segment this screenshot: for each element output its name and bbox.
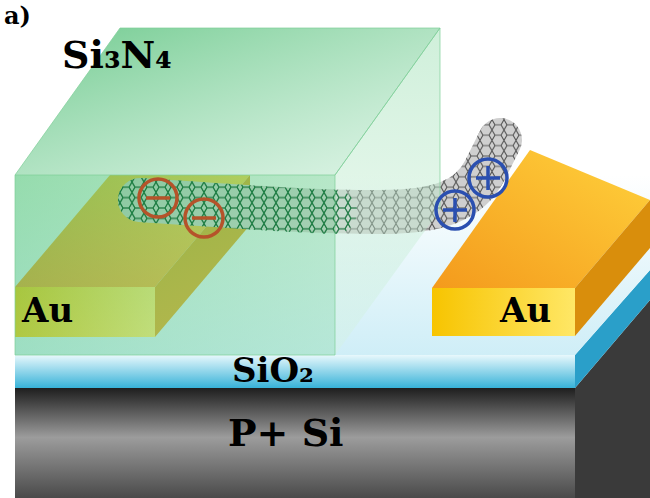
hole-symbol: [469, 159, 507, 197]
nitride-edges: [15, 28, 440, 355]
nitride-front: [15, 175, 335, 355]
nanotube-covered: [140, 200, 335, 212]
nitride-side: [335, 28, 440, 355]
electron-symbol: [139, 179, 177, 217]
substrate-front: [15, 388, 575, 498]
electrode-name: Au: [500, 293, 551, 327]
electrode-name: Au: [22, 293, 73, 327]
electron-symbol: [185, 199, 223, 237]
right-pad-front: [432, 288, 575, 336]
layer-name: P+ Si: [228, 414, 344, 452]
layer-name: Si₃N₄: [62, 36, 172, 74]
hole-symbol: [436, 191, 474, 229]
layer-name: SiO₂: [232, 353, 314, 387]
charge-symbols: [139, 159, 507, 237]
panel-letter: a): [4, 4, 31, 28]
right-pad-side: [575, 200, 650, 336]
